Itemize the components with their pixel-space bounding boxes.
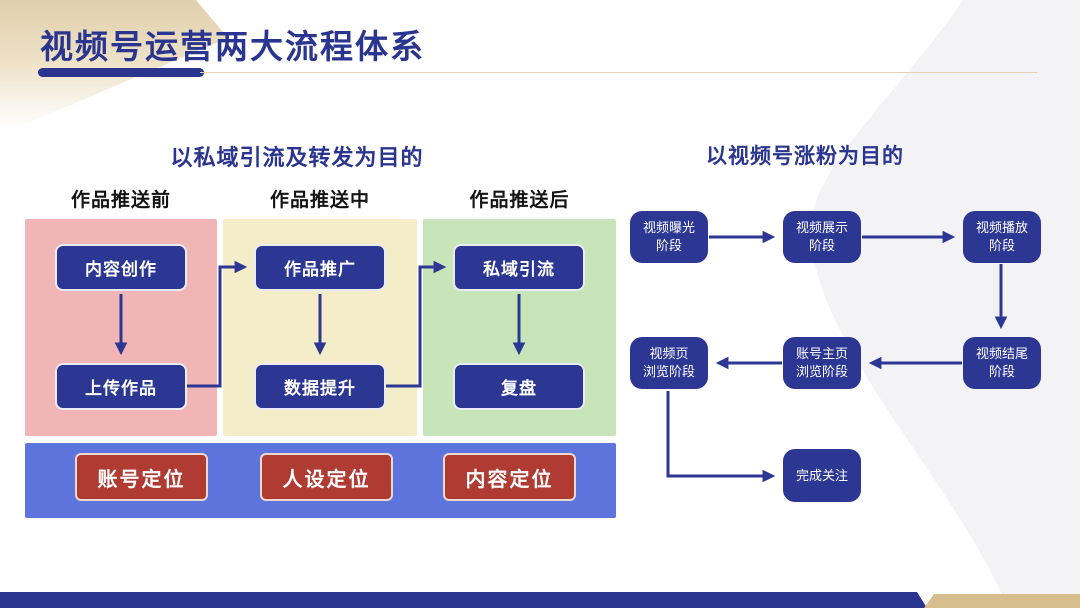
stage-label-line: 视频曝光: [642, 220, 695, 236]
column-header-pre-push: 作品推送前: [70, 190, 171, 211]
foundation-content-positioning: 内容定位: [443, 453, 576, 501]
stage-label-line: 浏览阶段: [642, 364, 695, 379]
node-content-creation: 内容创作: [55, 244, 187, 291]
stage-profile-browse: 账号主页 浏览阶段: [783, 337, 861, 389]
stage-video-ending: 视频结尾 阶段: [963, 337, 1041, 389]
title-underline-bar: [38, 68, 204, 77]
stage-label-line: 视频结尾: [975, 346, 1028, 362]
stage-label-line: 阶段: [988, 238, 1015, 253]
stage-label-line: 完成关注: [795, 467, 848, 483]
stage-label-line: 阶段: [655, 238, 682, 253]
stage-follow-complete: 完成关注: [783, 449, 861, 502]
left-system-heading: 以私域引流及转发为目的: [170, 145, 424, 170]
stage-label-line: 账号主页: [795, 346, 848, 362]
right-system-heading: 以视频号涨粉为目的: [706, 145, 904, 168]
stage-label-line: 浏览阶段: [795, 364, 848, 379]
stage-video-play: 视频播放 阶段: [963, 211, 1041, 263]
stage-label-line: 视频页: [649, 346, 689, 362]
node-upload-work: 上传作品: [55, 363, 187, 410]
foundation-account-positioning: 账号定位: [75, 453, 208, 501]
foundation-persona-positioning: 人设定位: [260, 453, 393, 501]
node-review: 复盘: [453, 363, 585, 410]
stage-label-line: 视频播放: [975, 220, 1028, 236]
title-thin-rule: [200, 72, 1037, 73]
column-header-during-push: 作品推送中: [269, 190, 370, 211]
page-title: 视频号运营两大流程体系: [40, 28, 425, 65]
bottom-navy-bar: [0, 592, 927, 608]
stage-video-exposure: 视频曝光 阶段: [630, 211, 708, 263]
stage-label-line: 阶段: [808, 238, 835, 253]
arrow-upload-to-promotion: [187, 260, 248, 388]
node-work-promotion: 作品推广: [254, 244, 386, 291]
node-private-traffic: 私域引流: [453, 244, 585, 291]
column-header-post-push: 作品推送后: [469, 190, 570, 211]
stage-video-display: 视频展示 阶段: [783, 211, 861, 263]
node-data-improvement: 数据提升: [254, 363, 386, 410]
bottom-gold-bar: [924, 594, 1080, 608]
stage-video-page-browse: 视频页 浏览阶段: [630, 337, 708, 389]
stage-label-line: 视频展示: [795, 220, 848, 236]
arrow-videopage-to-follow: [666, 391, 776, 483]
stage-label-line: 阶段: [988, 364, 1015, 379]
arrow-data-to-traffic: [386, 260, 447, 388]
